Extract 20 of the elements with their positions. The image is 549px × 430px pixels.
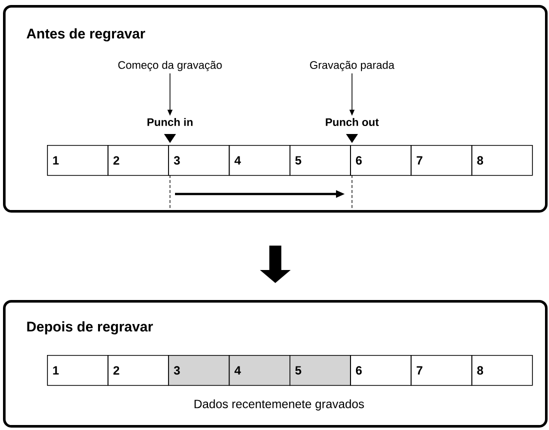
bar-cell: 1 xyxy=(47,354,108,386)
caption-text: Dados recentemenete gravados xyxy=(194,399,364,411)
marker-label: Punch out xyxy=(326,118,379,126)
annotation-text: Gravação parada xyxy=(310,60,394,72)
bar-cell: 1 xyxy=(47,144,108,176)
bar-cell: 3 xyxy=(168,144,230,176)
bar-cell: 6 xyxy=(350,144,412,176)
bar-cell: 5 xyxy=(290,354,351,386)
bar-cell: 4 xyxy=(228,354,290,386)
bar-cell: 6 xyxy=(350,354,412,386)
bar-cell: 7 xyxy=(410,144,472,176)
marker-label: Punch in xyxy=(148,118,193,126)
bar-cell: 5 xyxy=(290,144,351,176)
bar-cell: 8 xyxy=(471,354,533,386)
bar-cell: 8 xyxy=(471,144,533,176)
bar-cell: 2 xyxy=(108,144,169,176)
bar-cell: 4 xyxy=(228,144,290,176)
bar-cell: 7 xyxy=(410,354,472,386)
annotation-text: Começo da gravação xyxy=(118,60,222,72)
bar-cell: 3 xyxy=(168,354,230,386)
